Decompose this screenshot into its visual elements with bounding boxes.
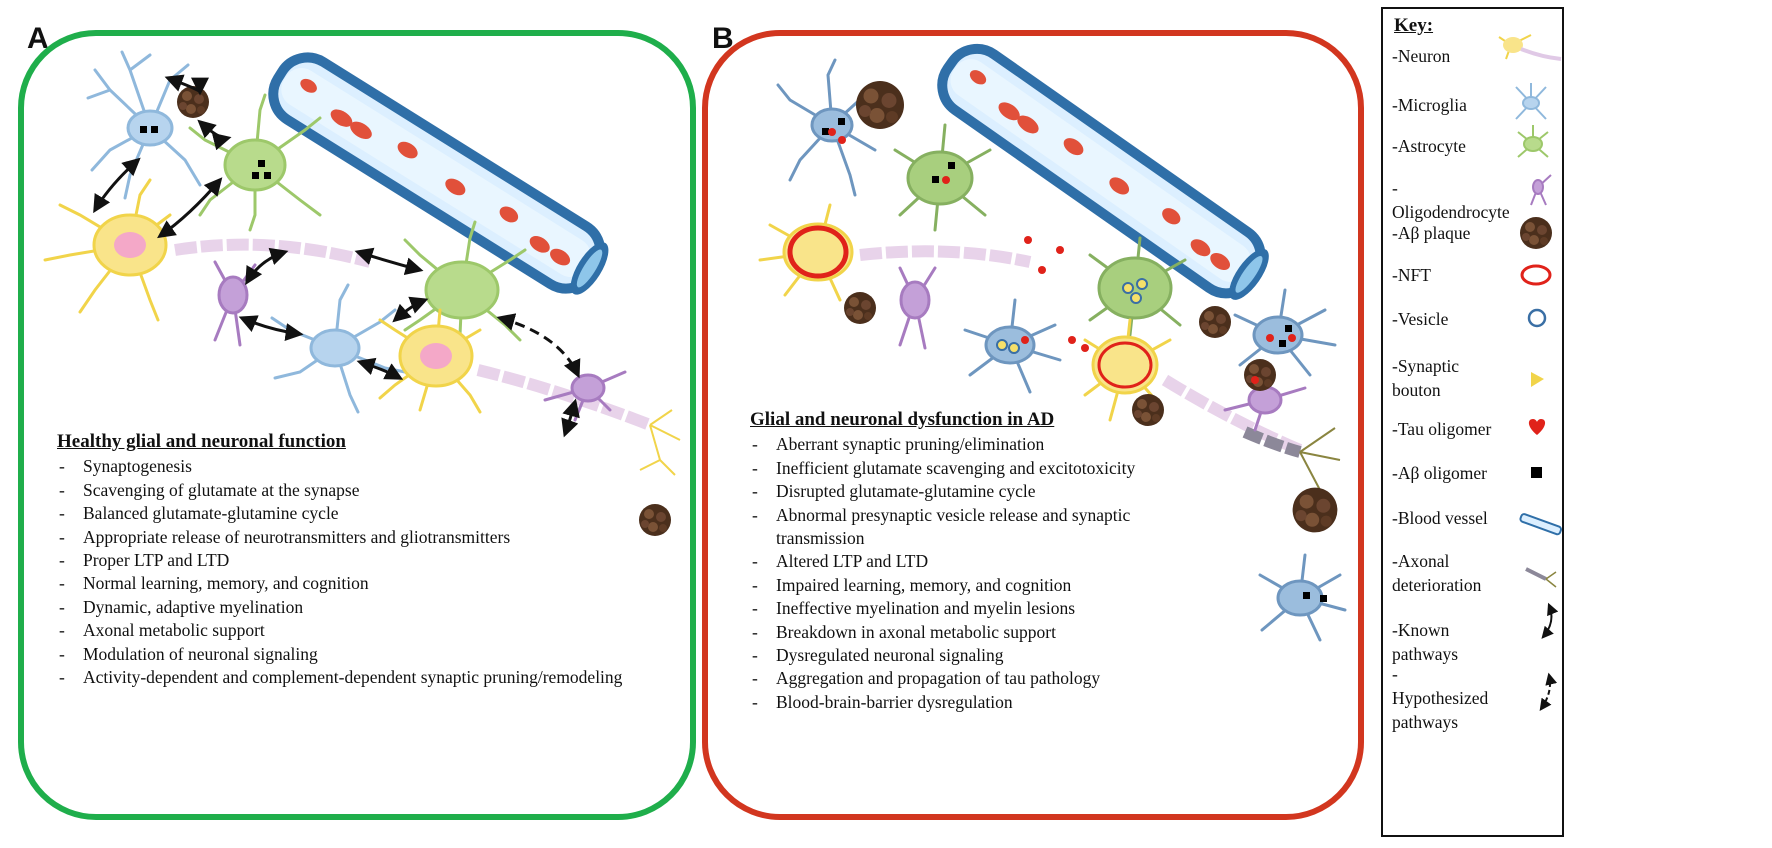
list-item: Aggregation and propagation of tau patho… xyxy=(750,667,1170,691)
plaque-icon xyxy=(1520,217,1552,249)
microglia-icon xyxy=(1515,83,1547,120)
list-item: Aberrant synaptic pruning/elimination xyxy=(750,433,1170,457)
astrocyte-icon xyxy=(1517,125,1549,158)
microglia xyxy=(776,58,877,197)
key-item-oligodendrocyte: -Oligodendrocyte xyxy=(1392,178,1510,222)
oligodendrocyte xyxy=(543,370,627,422)
panel-b-letter: B xyxy=(712,22,734,55)
axon xyxy=(476,364,653,431)
axonal-deterioration xyxy=(1242,426,1302,458)
axon-icon xyxy=(1525,567,1557,588)
key-item-tau: -Tau oligomer xyxy=(1392,419,1492,439)
key-item-abeta: -Aβ oligomer xyxy=(1392,463,1487,483)
known-pathway xyxy=(93,74,580,438)
panel-a-text: Healthy glial and neuronal function Syna… xyxy=(57,430,622,690)
neurofibrillary-tangle xyxy=(787,225,849,279)
list-item: Synaptogenesis xyxy=(57,455,622,479)
panel-a-letter: A xyxy=(27,22,49,55)
panel-b-list: Aberrant synaptic pruning/elimination In… xyxy=(750,433,1170,714)
list-item: Impaired learning, memory, and cognition xyxy=(750,574,1170,598)
key-icons xyxy=(1498,34,1562,711)
vesicle xyxy=(996,278,1148,354)
key-title: Key: xyxy=(1394,15,1434,36)
nft-icon xyxy=(1520,264,1552,286)
panel-b-illustration xyxy=(758,37,1347,642)
list-item: Dynamic, adaptive myelination xyxy=(57,596,622,620)
axon xyxy=(174,238,372,268)
key-legend: Key: -Neuron -Microglia -Astrocyte -Olig… xyxy=(1381,7,1564,837)
blood-vessel xyxy=(262,46,618,303)
list-item: Abnormal presynaptic vesicle release and… xyxy=(750,504,1170,551)
key-item-vessel: -Blood vessel xyxy=(1392,508,1488,528)
key-item-known: -Known pathways xyxy=(1392,620,1459,664)
key-item-hypothesized: -Hypothesized pathways xyxy=(1392,664,1489,732)
key-item-nft: -NFT xyxy=(1392,265,1431,285)
neuron xyxy=(378,308,482,414)
astrocyte xyxy=(1088,236,1187,337)
panel-a-list: Synaptogenesis Scavenging of glutamate a… xyxy=(57,455,622,689)
microglia xyxy=(86,50,202,200)
list-item: Normal learning, memory, and cognition xyxy=(57,572,622,596)
microglia xyxy=(1233,288,1337,377)
neurofibrillary-tangle xyxy=(1097,341,1153,389)
panel-a-frame xyxy=(18,30,696,820)
axon xyxy=(859,245,1032,268)
list-item: Disrupted glutamate-glutamine cycle xyxy=(750,480,1170,504)
panel-b-heading: Glial and neuronal dysfunction in AD xyxy=(750,409,1055,430)
oligodendrocyte xyxy=(898,266,937,350)
heart-icon xyxy=(1528,419,1546,435)
key-item-vesicle: -Vesicle xyxy=(1392,309,1449,329)
key-item-neuron: -Neuron xyxy=(1392,46,1451,66)
list-item: Activity-dependent and complement-depend… xyxy=(57,666,622,690)
list-item: Blood-brain-barrier dysregulation xyxy=(750,691,1170,715)
neuron xyxy=(43,178,172,322)
blood-vessel xyxy=(930,37,1278,309)
panel-a-illustration xyxy=(43,46,681,536)
axon xyxy=(1161,374,1303,456)
bouton-icon xyxy=(1531,372,1544,387)
list-item: Inefficient glutamate scavenging and exc… xyxy=(750,457,1170,481)
key-item-bouton: -Synaptic bouton xyxy=(1392,356,1460,400)
list-item: Scavenging of glutamate at the synapse xyxy=(57,479,622,503)
hypothesized-pathway xyxy=(496,313,581,379)
synaptic-bouton xyxy=(1299,427,1341,491)
key-item-microglia: -Microglia xyxy=(1392,95,1467,115)
panel-b-text: Glial and neuronal dysfunction in AD Abe… xyxy=(750,408,1170,715)
oligodendrocyte-icon xyxy=(1530,174,1552,206)
synaptic-bouton xyxy=(639,409,681,476)
neuron-icon xyxy=(1498,34,1562,61)
vessel-icon xyxy=(1519,513,1562,536)
neuron xyxy=(758,203,854,302)
panel-b-frame xyxy=(702,30,1364,820)
panel-a-heading: Healthy glial and neuronal function xyxy=(57,431,346,452)
square-icon xyxy=(1531,467,1542,478)
solid-arrow-icon xyxy=(1541,602,1559,639)
key-item-axon: -Axonal deterioration xyxy=(1392,551,1482,595)
list-item: Dysregulated neuronal signaling xyxy=(750,644,1170,668)
list-item: Altered LTP and LTD xyxy=(750,550,1170,574)
list-item: Breakdown in axonal metabolic support xyxy=(750,621,1170,645)
list-item: Axonal metabolic support xyxy=(57,619,622,643)
oligodendrocyte xyxy=(213,260,257,347)
vesicle-icon xyxy=(1527,308,1547,328)
list-item: Ineffective myelination and myelin lesio… xyxy=(750,597,1170,621)
list-item: Proper LTP and LTD xyxy=(57,549,622,573)
microglia xyxy=(1258,553,1347,642)
dashed-arrow-icon xyxy=(1539,672,1558,711)
list-item: Modulation of neuronal signaling xyxy=(57,643,622,667)
list-item: Balanced glutamate-glutamine cycle xyxy=(57,502,622,526)
key-item-plaque: -Aβ plaque xyxy=(1392,223,1471,243)
astrocyte xyxy=(893,123,992,232)
list-item: Appropriate release of neurotransmitters… xyxy=(57,526,622,550)
key-item-astrocyte: -Astrocyte xyxy=(1392,136,1466,156)
